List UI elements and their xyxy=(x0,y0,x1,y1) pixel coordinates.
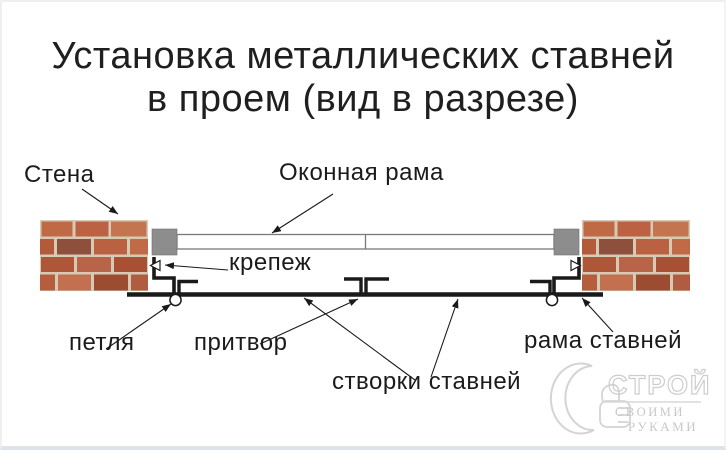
arrow-window-frame xyxy=(271,193,334,234)
frame-anchor-block-right xyxy=(553,228,580,256)
watermark-tagline-1: СВОИМИ xyxy=(615,405,685,419)
brick-wall-right xyxy=(582,220,690,291)
arrow-fastener xyxy=(164,262,229,271)
label-wall: Стена xyxy=(24,161,95,188)
fastener-symbol-right xyxy=(570,259,582,272)
arrow-shutter-leaves-right xyxy=(430,298,459,378)
arrow-shutter-frame xyxy=(581,297,614,333)
watermark-brand: СТРОЙ xyxy=(608,369,711,400)
meeting-stile-left-flange xyxy=(344,277,363,294)
fastener-symbol-left xyxy=(149,259,161,272)
label-fastener: крепеж xyxy=(229,249,312,276)
leaf-end-cap-right xyxy=(530,279,552,294)
crescent-icon xyxy=(549,362,595,435)
meeting-stile-right-flange xyxy=(364,277,389,294)
label-rebate: притвор xyxy=(194,329,288,356)
label-shutter-leaves: створки ставней xyxy=(332,368,522,395)
frame-anchor-block-left xyxy=(151,228,178,256)
page-title: Установка металлических ставней в проем … xyxy=(2,35,724,121)
watermark-tagline-2: РУКАМИ xyxy=(628,419,698,434)
leaf-end-cap-left xyxy=(177,279,198,294)
page-title-line-1: Установка металлических ставней xyxy=(51,35,675,77)
thumbs-up-icon xyxy=(599,383,631,428)
hinge-right xyxy=(545,293,559,307)
arrow-rebate xyxy=(259,298,359,345)
label-shutter-frame: рама ставней xyxy=(524,327,683,354)
arrow-wall xyxy=(81,188,119,215)
watermark-logo: СТРОЙ СВОИМИ РУКАМИ xyxy=(549,362,711,435)
arrow-shutter-leaves-left xyxy=(303,297,416,381)
page-title-line-2: в проем (вид в разрезе) xyxy=(147,78,579,120)
shutter-frame-profile-right xyxy=(552,257,581,294)
hinge-left xyxy=(169,293,182,307)
arrow-hinge xyxy=(105,303,172,350)
label-hinge: петля xyxy=(69,329,135,356)
label-window-frame: Оконная рама xyxy=(279,159,444,186)
brick-wall-left xyxy=(40,220,148,291)
